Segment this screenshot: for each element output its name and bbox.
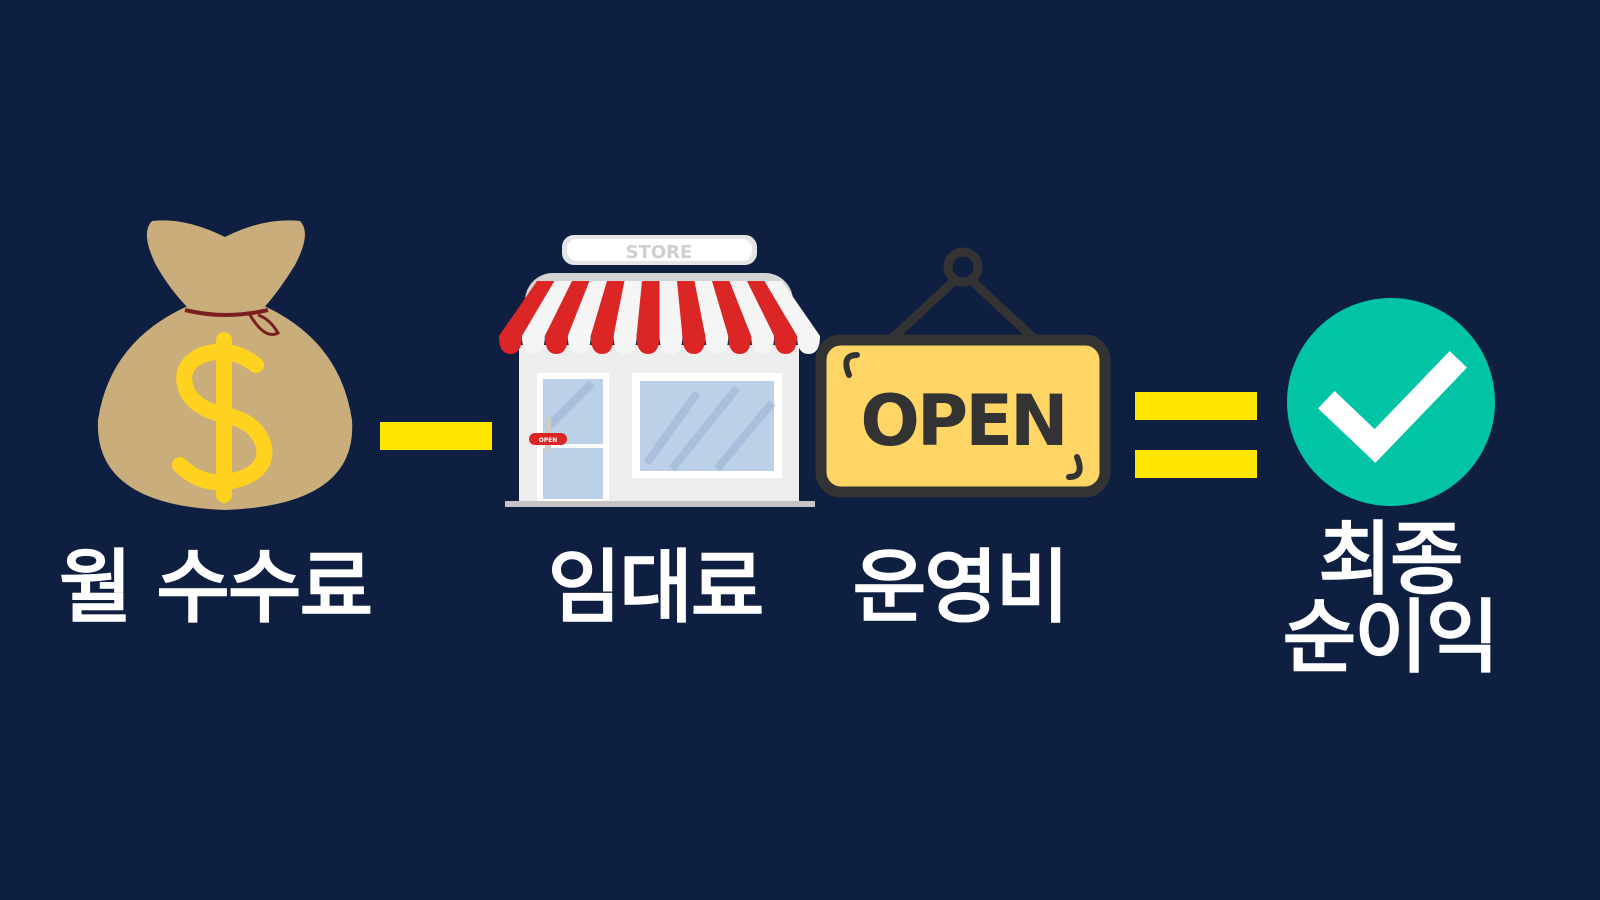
dollar-sign-icon	[172, 332, 273, 503]
awning-stripe	[729, 281, 775, 354]
awning-stripe	[499, 281, 555, 354]
equals-bar-top	[1135, 392, 1257, 420]
storefront-icon: STORE OPEN	[499, 235, 820, 507]
term-label-monthly-fee: 월 수수료	[58, 541, 373, 634]
minus-sign-icon	[380, 422, 492, 450]
awning-stripe	[590, 281, 625, 354]
term-label-rent: 임대료	[547, 541, 765, 634]
result-label-line1: 최종	[1318, 513, 1463, 606]
awning-stripe	[694, 281, 729, 354]
checkmark-circle-icon	[1287, 298, 1495, 506]
result-label-line2: 순이익	[1282, 591, 1500, 684]
awning-stripe	[613, 281, 642, 354]
open-sign-icon: OPEN	[815, 247, 1111, 498]
awning-stripe	[636, 281, 660, 354]
money-bag-icon	[97, 220, 353, 510]
door-tag-text: OPEN	[539, 437, 558, 444]
awning-stripe	[677, 281, 706, 354]
open-sign-text: OPEN	[860, 380, 1065, 462]
term-label-operating-cost: 운영비	[852, 541, 1070, 634]
awning-stripe	[521, 281, 572, 354]
awning-stripe	[659, 281, 683, 354]
awning-stripe	[764, 281, 820, 354]
awning-stripe	[712, 281, 752, 354]
store-sign-text: STORE	[626, 242, 693, 263]
awning-stripe	[567, 281, 607, 354]
awning-stripe	[747, 281, 798, 354]
awning-stripe	[544, 281, 590, 354]
equals-bar-bottom	[1135, 450, 1257, 478]
